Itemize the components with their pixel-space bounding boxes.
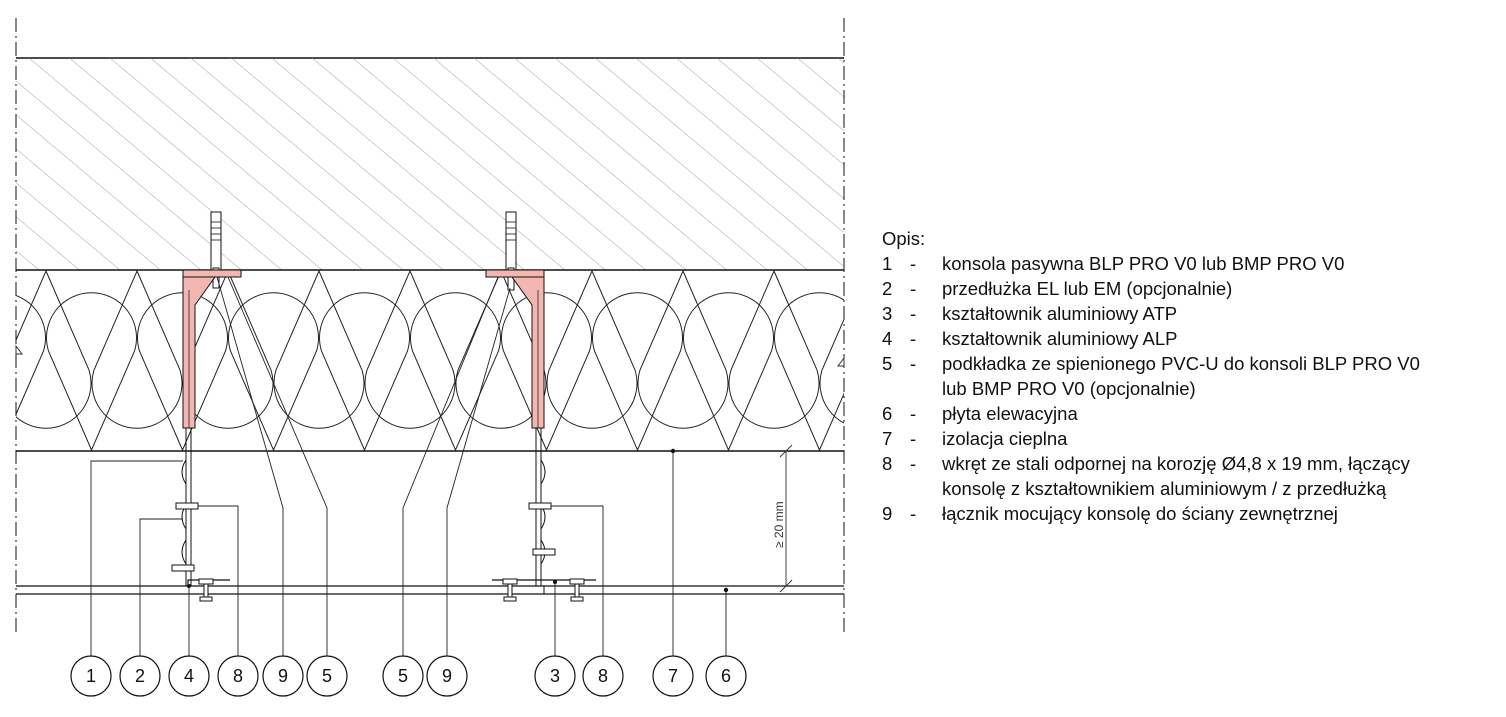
legend-item-number	[882, 376, 910, 401]
callout-circle	[382, 655, 424, 697]
callout-circle	[306, 655, 348, 697]
legend-item-number: 4	[882, 328, 893, 349]
callout-marker-9: 9	[426, 655, 468, 697]
legend-item-dash: -	[910, 453, 917, 474]
callout-number: 9	[442, 666, 452, 686]
legend-item-number	[882, 476, 910, 501]
legend-item-number: 5	[882, 353, 893, 374]
callout-circle	[70, 655, 112, 697]
legend-item-text: płyta elewacyjna	[942, 403, 1078, 424]
legend-item-number: 6	[882, 403, 893, 424]
legend-item-5: 5- podkładka ze spienionego PVC-U do kons…	[882, 351, 1502, 376]
callout-number: 7	[668, 666, 678, 686]
callout-number: 3	[550, 666, 560, 686]
legend-item-number: 3	[882, 303, 893, 324]
callout-circle	[262, 655, 304, 697]
legend-item-text: lub BMP PRO V0 (opcjonalnie)	[942, 378, 1196, 399]
legend-item-dash: -	[910, 253, 917, 274]
legend-item-4: 4- kształtownik aluminiowy ALP	[882, 326, 1502, 351]
callout-number: 9	[278, 666, 288, 686]
callout-markers: 1 2 4 8 9 5 5 9 3 8 7 6	[70, 655, 747, 697]
legend-item-dash	[910, 476, 942, 501]
dimension-label: ≥ 20 mm	[772, 501, 786, 548]
callout-number: 4	[184, 666, 194, 686]
legend-item-1: 1- konsola pasywna BLP PRO V0 lub BMP PRO…	[882, 251, 1502, 276]
legend-item-dash: -	[910, 328, 917, 349]
callout-circle	[652, 655, 694, 697]
callout-circle	[168, 655, 210, 697]
break-lines	[15, 18, 845, 636]
legend-item-dash: -	[910, 403, 917, 424]
callout-marker-4: 4	[168, 655, 210, 697]
legend-item-dash: -	[910, 303, 917, 324]
callout-number: 5	[322, 666, 332, 686]
legend-item-9: 9- łącznik mocujący konsolę do ściany zew…	[882, 501, 1502, 526]
callout-marker-9: 9	[262, 655, 304, 697]
callout-circle	[426, 655, 468, 697]
legend-item-text: podkładka ze spienionego PVC-U do konsol…	[942, 353, 1420, 374]
legend-item-number: 8	[882, 453, 893, 474]
callout-marker-5: 5	[306, 655, 348, 697]
bracket-assembly-left	[171, 211, 242, 602]
callout-circle	[534, 655, 576, 697]
legend-item-text: przedłużka EL lub EM (opcjonalnie)	[942, 278, 1233, 299]
legend-item-dash	[910, 376, 942, 401]
legend-item-dash: -	[910, 353, 917, 374]
callout-marker-6: 6	[705, 655, 747, 697]
legend-item-text: kształtownik aluminiowy ATP	[942, 303, 1178, 324]
legend-item-number: 7	[882, 428, 893, 449]
callout-number: 1	[86, 666, 96, 686]
legend-item-7: 7- izolacja cieplna	[882, 426, 1502, 451]
dimension-gap	[779, 444, 793, 593]
leader-lines	[90, 276, 727, 656]
legend-item-text: konsola pasywna BLP PRO V0 lub BMP PRO V…	[942, 253, 1345, 274]
callout-number: 8	[233, 666, 243, 686]
legend-item-number: 9	[882, 503, 893, 524]
legend-item-5: lub BMP PRO V0 (opcjonalnie)	[882, 376, 1502, 401]
callout-number: 8	[598, 666, 608, 686]
legend-title: Opis:	[882, 228, 926, 249]
legend: Opis: 1-konsola pasywna BLP PRO V0 lub B…	[882, 226, 1502, 526]
callout-circle	[119, 655, 161, 697]
callout-marker-8: 8	[217, 655, 259, 697]
legend-item-3: 3- kształtownik aluminiowy ATP	[882, 301, 1502, 326]
callout-marker-5: 5	[382, 655, 424, 697]
legend-item-8: konsolę z kształtownikiem aluminiowym / …	[882, 476, 1502, 501]
legend-item-dash: -	[910, 428, 917, 449]
legend-item-number: 1	[882, 253, 893, 274]
bracket-assembly-right	[485, 211, 596, 602]
callout-number: 2	[135, 666, 145, 686]
legend-item-2: 2- przedłużka EL lub EM (opcjonalnie)	[882, 276, 1502, 301]
facade-panel	[16, 585, 844, 595]
callout-marker-7: 7	[652, 655, 694, 697]
callout-marker-1: 1	[70, 655, 112, 697]
callout-number: 5	[398, 666, 408, 686]
legend-item-text: konsolę z kształtownikiem aluminiowym / …	[942, 478, 1387, 499]
legend-item-text: łącznik mocujący konsolę do ściany zewnę…	[942, 503, 1338, 524]
legend-item-number: 2	[882, 278, 893, 299]
leader-dots	[187, 448, 729, 593]
wall-layer	[16, 57, 844, 271]
legend-item-8: 8- wkręt ze stali odpornej na korozję Ø4,…	[882, 451, 1502, 476]
callout-circle	[217, 655, 259, 697]
legend-item-dash: -	[910, 278, 917, 299]
callout-marker-3: 3	[534, 655, 576, 697]
legend-item-6: 6- płyta elewacyjna	[882, 401, 1502, 426]
legend-item-text: wkręt ze stali odpornej na korozję Ø4,8 …	[942, 453, 1410, 474]
callout-circle	[582, 655, 624, 697]
callout-marker-8: 8	[582, 655, 624, 697]
legend-item-text: izolacja cieplna	[942, 428, 1068, 449]
callout-marker-2: 2	[119, 655, 161, 697]
callout-circle	[705, 655, 747, 697]
legend-item-dash: -	[910, 503, 917, 524]
callout-number: 6	[721, 666, 731, 686]
legend-item-text: kształtownik aluminiowy ALP	[942, 328, 1178, 349]
